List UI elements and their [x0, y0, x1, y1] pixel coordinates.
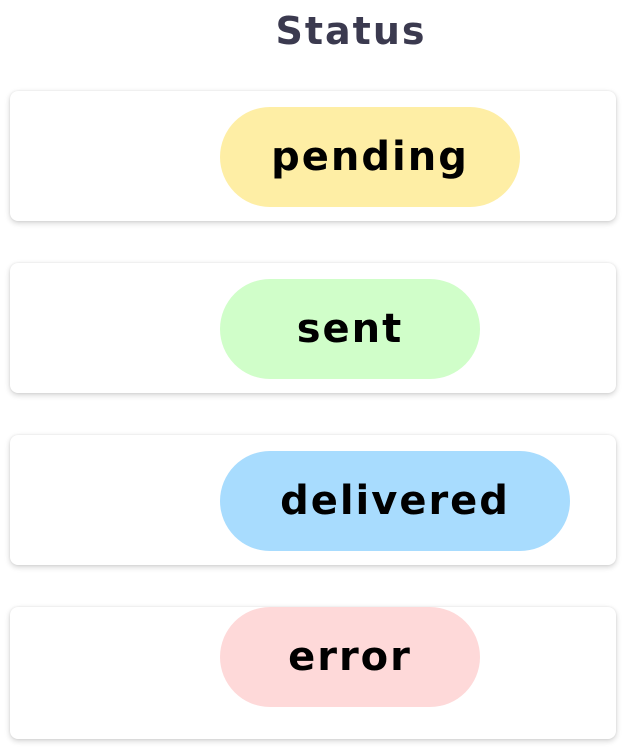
- status-row-error: error: [10, 607, 616, 739]
- status-row-sent: sent: [10, 263, 616, 393]
- status-column-header: Status: [275, 9, 427, 53]
- status-row-pending: pending: [10, 91, 616, 221]
- status-badge-delivered: delivered: [220, 451, 570, 551]
- status-badge-pending: pending: [220, 107, 520, 207]
- status-badge-error: error: [220, 607, 480, 707]
- status-badge-sent: sent: [220, 279, 480, 379]
- status-row-delivered: delivered: [10, 435, 616, 565]
